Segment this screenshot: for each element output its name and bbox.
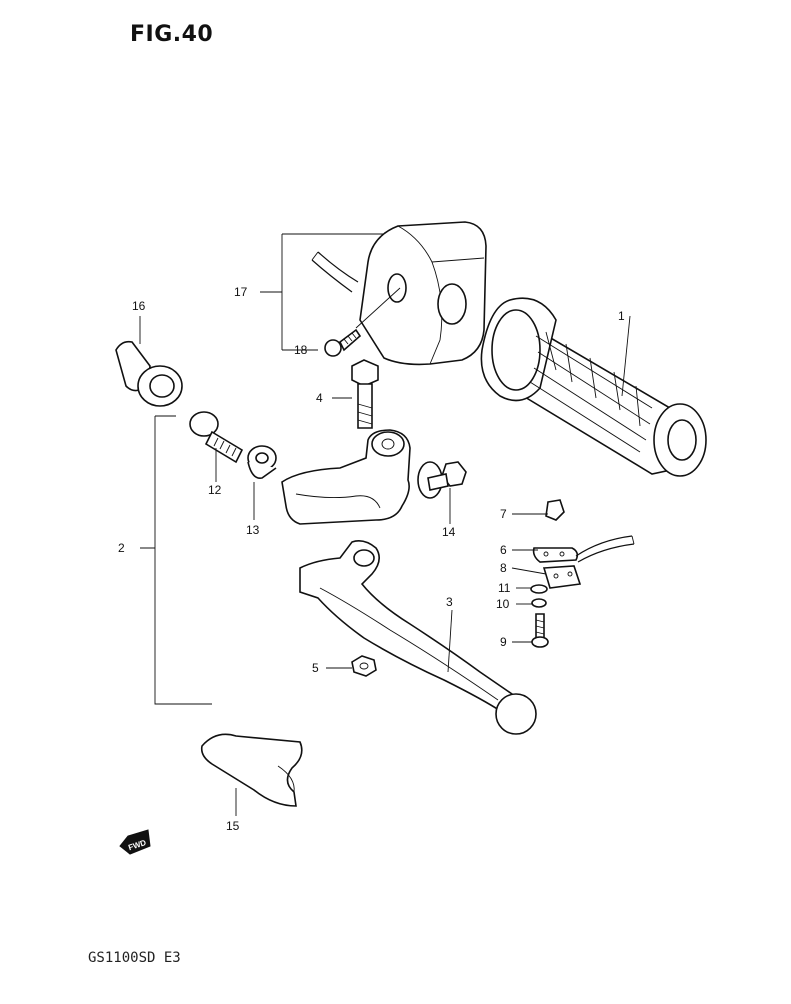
locknut-13-part[interactable] (247, 445, 277, 479)
leader-lines (139, 233, 631, 816)
callout-4: 4 (316, 391, 323, 405)
pivot-bolt-4-part[interactable] (351, 359, 379, 429)
callout-11: 11 (498, 581, 511, 595)
callout-3: 3 (446, 595, 453, 609)
switch-plate-8-part[interactable] (542, 565, 582, 589)
adjuster-bolt-12-part[interactable] (189, 411, 244, 464)
callout-8: 8 (500, 561, 507, 575)
callout-6: 6 (500, 543, 507, 557)
model-code: GS1100SD E3 (88, 950, 181, 966)
cable-cap-16-part[interactable] (115, 340, 183, 407)
callout-15: 15 (226, 819, 240, 833)
callout-12: 12 (208, 483, 222, 497)
callout-numbers: 1 2 3 4 5 6 7 8 9 10 11 12 13 14 15 16 1… (118, 285, 625, 833)
callout-9: 9 (500, 635, 507, 649)
lever-switch-6-part[interactable] (532, 535, 635, 563)
forward-arrow-icon: FWD (119, 829, 151, 855)
callout-13: 13 (246, 523, 260, 537)
callout-5: 5 (312, 661, 319, 675)
lever-holder-bracket-part[interactable] (281, 429, 443, 525)
callout-1: 1 (618, 309, 625, 323)
lever-cover-15-part[interactable] (200, 733, 303, 807)
spring-washer-10-part[interactable] (531, 598, 547, 608)
callout-10: 10 (496, 597, 510, 611)
figure-title: FIG.40 (130, 22, 214, 47)
callout-18: 18 (294, 343, 308, 357)
switch-housing-part[interactable] (311, 221, 487, 366)
screw-18-part[interactable] (324, 287, 401, 357)
clutch-lever-3-part[interactable] (299, 540, 537, 735)
callout-7: 7 (500, 507, 507, 521)
callout-14: 14 (442, 525, 456, 539)
screw-9-part[interactable] (531, 613, 549, 648)
callout-17: 17 (234, 285, 248, 299)
nut-5-part[interactable] (351, 655, 377, 677)
terminal-7-part[interactable] (545, 499, 565, 521)
bolt-14-part[interactable] (427, 461, 467, 491)
washer-11-part[interactable] (530, 584, 548, 594)
callout-2: 2 (118, 541, 125, 555)
callout-16: 16 (132, 299, 146, 313)
handlebar-grip-part[interactable] (480, 297, 707, 477)
